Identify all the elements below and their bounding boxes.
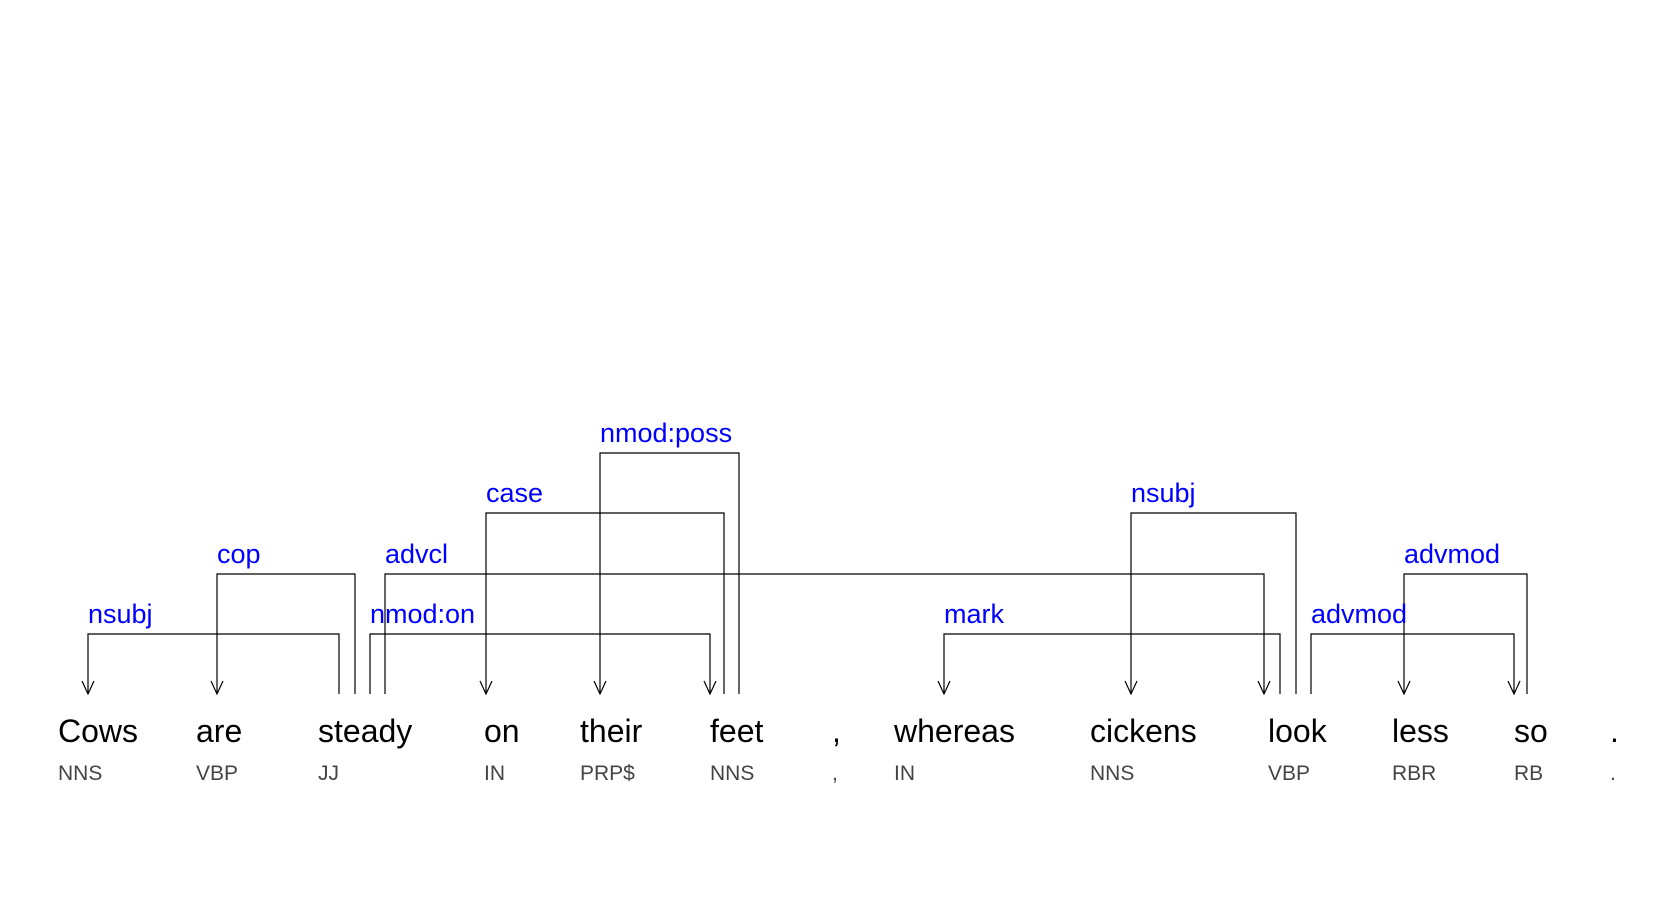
token-word: steady: [318, 713, 412, 749]
token-word: cickens: [1090, 713, 1197, 749]
dependency-arc-nsubj: [1130, 512, 1297, 694]
arrowhead: [1397, 680, 1411, 696]
token-word: Cows: [58, 713, 138, 749]
relation-label: advcl: [385, 539, 448, 569]
token-pos-tag: IN: [484, 762, 505, 785]
token-word: are: [196, 713, 242, 749]
arrowhead: [593, 680, 607, 696]
dependency-arc-nmod-poss: [599, 452, 740, 694]
relation-label: nsubj: [1131, 478, 1196, 508]
relation-labels: nsubj cop advcl nmod:on case nmod:poss mark nsu…: [88, 418, 1500, 629]
token-pos-tag: VBP: [196, 762, 238, 785]
token-word: less: [1392, 713, 1449, 749]
relation-label: nmod:on: [370, 599, 475, 629]
dependency-arc-nsubj: [87, 633, 340, 694]
token-pos-tag: IN: [894, 762, 915, 785]
arrowhead: [210, 680, 224, 696]
token-word: on: [484, 713, 520, 749]
dependency-arc-case: [485, 512, 725, 694]
dependency-arc-advmod: [1310, 633, 1515, 694]
token-word: feet: [710, 713, 763, 749]
arrowhead: [937, 680, 951, 696]
token-pos-tag: NNS: [1090, 762, 1134, 785]
token-word: ,: [832, 713, 841, 749]
relation-label: cop: [217, 539, 261, 569]
token-word: so: [1514, 713, 1548, 749]
arrowhead: [1507, 680, 1521, 696]
dependency-arc-advmod: [1403, 573, 1528, 694]
token-pos-tag: NNS: [58, 762, 102, 785]
relation-label: mark: [944, 599, 1004, 629]
relation-label: advmod: [1311, 599, 1407, 629]
relation-label: nsubj: [88, 599, 153, 629]
token-word: their: [580, 713, 643, 749]
dependency-arcs: [81, 452, 1528, 696]
relation-label: nmod:poss: [600, 418, 732, 448]
token-pos-tag: JJ: [318, 762, 339, 785]
token-pos-tag: .: [1610, 762, 1616, 785]
token-word: .: [1610, 713, 1619, 749]
token-pos-tag: ,: [832, 762, 838, 785]
token-word: look: [1268, 713, 1328, 749]
arrowhead: [1257, 680, 1271, 696]
dependency-arc-nmod-on: [369, 633, 711, 694]
relation-label: advmod: [1404, 539, 1500, 569]
token-pos-tag: RB: [1514, 762, 1543, 785]
token-pos-tag: PRP$: [580, 762, 635, 785]
arrowhead: [703, 680, 717, 696]
token-pos-tag: RBR: [1392, 762, 1436, 785]
token-word: whereas: [893, 713, 1015, 749]
dependency-arc-cop: [216, 573, 356, 694]
relation-label: case: [486, 478, 543, 508]
arrowhead: [1124, 680, 1138, 696]
arrowhead: [81, 680, 95, 696]
dependency-arc-mark: [943, 633, 1281, 694]
token-pos-tag: VBP: [1268, 762, 1310, 785]
token-pos-tag: NNS: [710, 762, 754, 785]
arrowhead: [479, 680, 493, 696]
